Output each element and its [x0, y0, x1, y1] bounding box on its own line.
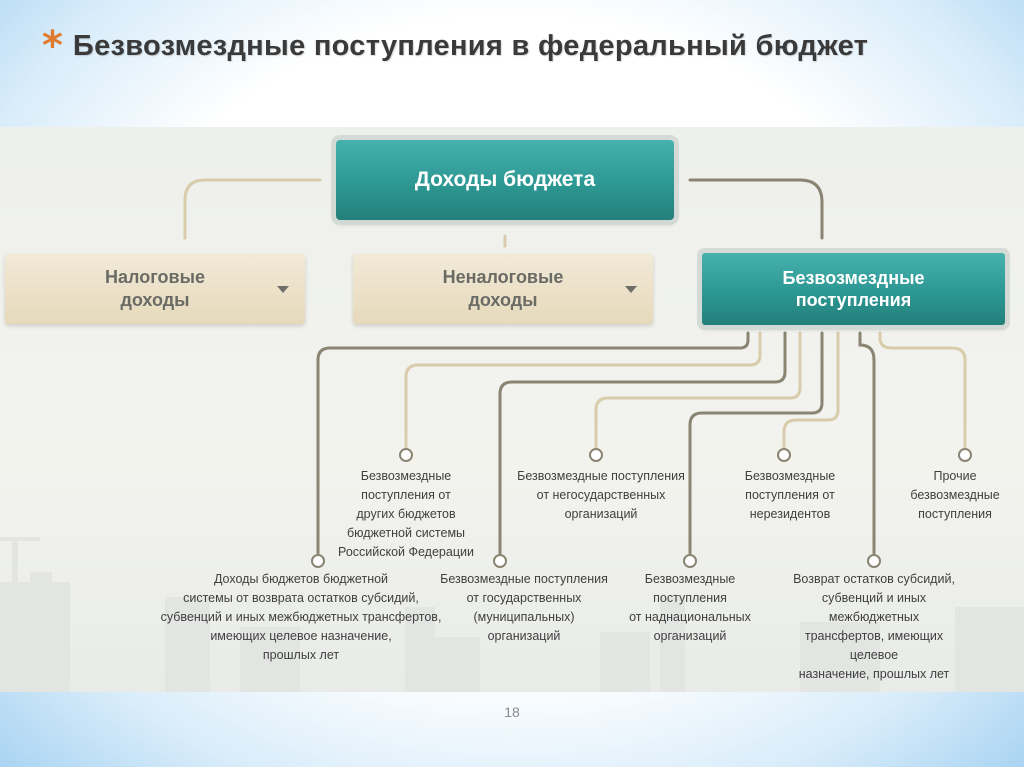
leaf-supranational-organizations: Безвозмездные поступления от наднационал…	[629, 572, 751, 643]
leaf-nonstate-organizations: Безвозмездные поступления от негосударст…	[517, 469, 685, 521]
page-number: 18	[504, 704, 520, 720]
gratuitous-receipts-label: Безвозмездные поступления	[782, 268, 925, 310]
city-skyline-background	[0, 537, 1024, 692]
nontax-revenue-label: Неналоговые доходы	[442, 267, 564, 310]
nontax-revenue-box: Неналоговые доходы	[353, 254, 653, 324]
budget-revenue-box: Доходы бюджета	[336, 140, 674, 220]
leaf-other-budgets: Безвозмездные поступления от других бюдж…	[338, 469, 474, 559]
title-bullet: *	[42, 23, 63, 69]
leaf-other-receipts: Прочие безвозмездные поступления	[910, 469, 1000, 521]
diagram-panel	[0, 127, 1024, 692]
leaf-nonresidents: Безвозмездные поступления от нерезиденто…	[744, 469, 836, 521]
leaf-state-organizations: Безвозмездные поступления от государстве…	[440, 572, 608, 643]
slide-title: Безвозмездные поступления в федеральный …	[72, 30, 869, 62]
gratuitous-receipts-box: Безвозмездные поступления	[702, 253, 1005, 325]
tax-revenue-box: Налоговые доходы	[5, 254, 305, 324]
caret-down-icon	[277, 286, 289, 293]
tax-revenue-label: Налоговые доходы	[105, 267, 205, 310]
caret-down-icon	[625, 286, 637, 293]
leaf-return-balances: Возврат остатков субсидий, субвенций и и…	[793, 572, 955, 681]
budget-revenue-label: Доходы бюджета	[414, 168, 596, 191]
slide-header: * Безвозмездные поступления в федеральны…	[42, 26, 868, 76]
leaf-returns-prior-years: Доходы бюджетов бюджетной системы от воз…	[160, 572, 442, 662]
